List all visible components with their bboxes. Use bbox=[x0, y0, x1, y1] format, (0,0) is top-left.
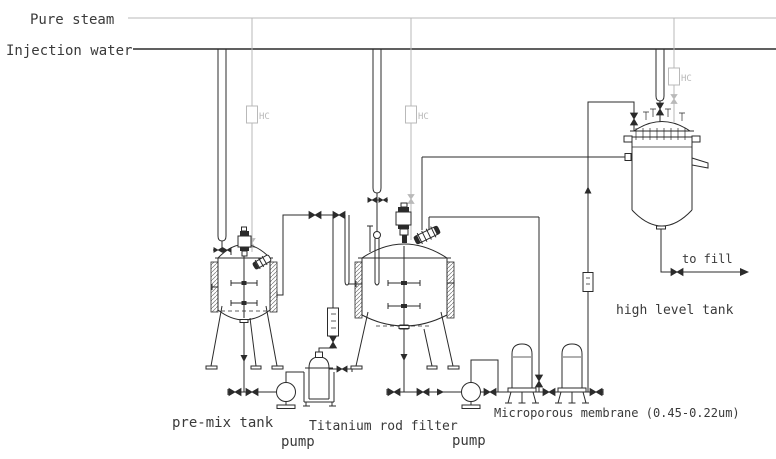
valve-icon bbox=[332, 211, 346, 219]
manhole bbox=[413, 225, 441, 245]
return-line-217 bbox=[428, 216, 543, 392]
jacket-band bbox=[354, 261, 363, 319]
to-fill-label: to fill bbox=[682, 252, 733, 266]
side-nozzle bbox=[624, 153, 632, 161]
membrane-filter-1 bbox=[504, 343, 540, 404]
dome-pipe bbox=[367, 225, 373, 252]
jacket-band bbox=[269, 261, 278, 313]
valve-icon bbox=[336, 365, 348, 373]
valve-icon bbox=[329, 335, 337, 349]
pure-steam-label: Pure steam bbox=[30, 12, 114, 28]
water-drop-mix-tank bbox=[367, 49, 388, 231]
valve-icon bbox=[535, 374, 543, 388]
steam-branch-premix bbox=[246, 18, 258, 252]
valve-icon bbox=[416, 388, 430, 396]
top-nozzles bbox=[643, 108, 685, 121]
valve-icon bbox=[245, 388, 259, 396]
hc-label-3: HC bbox=[681, 74, 692, 84]
mixing-tank bbox=[350, 202, 460, 370]
support-arm bbox=[691, 157, 709, 169]
valve-icon bbox=[630, 112, 638, 126]
product-riser bbox=[582, 101, 638, 392]
to-fill-line bbox=[660, 229, 749, 276]
valve-icon bbox=[589, 388, 603, 396]
membrane-label: Microporous membrane (0.45-0.22um) bbox=[494, 406, 740, 420]
pump-2 bbox=[461, 382, 481, 409]
valve-icon bbox=[483, 388, 497, 396]
titanium-filter-label: Titanium rod filter bbox=[309, 419, 458, 434]
water-valve-icon bbox=[367, 197, 377, 203]
premix-tank-label: pre-mix tank bbox=[172, 415, 274, 431]
bottom-nozzle bbox=[656, 225, 666, 230]
mix-tank-outlet-line bbox=[386, 325, 462, 396]
injection-water-label: Injection water bbox=[6, 43, 132, 59]
valve-icon bbox=[670, 268, 684, 276]
membrane-filter-2 bbox=[554, 343, 590, 404]
flow-arrow-down bbox=[240, 355, 248, 362]
water-drop-high-tank bbox=[655, 49, 665, 122]
side-nozzle bbox=[211, 284, 218, 290]
valve-icon bbox=[387, 388, 401, 396]
recirculation-line bbox=[276, 211, 362, 298]
water-valve-icon bbox=[213, 247, 223, 253]
premix-outlet-line bbox=[227, 319, 277, 396]
side-nozzle bbox=[447, 280, 455, 286]
spray-tube bbox=[374, 238, 380, 286]
high-level-tank bbox=[623, 108, 709, 230]
pump-1 bbox=[276, 382, 296, 409]
water-valve-icon bbox=[378, 197, 388, 203]
hc-valve-3 bbox=[668, 67, 680, 86]
tank-legs bbox=[210, 305, 278, 367]
agitator-motor bbox=[237, 226, 252, 257]
hc-valve-2 bbox=[405, 105, 417, 124]
valve-icon bbox=[228, 388, 242, 396]
titanium-rod-filter bbox=[285, 215, 353, 407]
steam-valve-icon bbox=[407, 194, 415, 204]
pump1-label: pump bbox=[281, 434, 315, 450]
flow-meter bbox=[327, 307, 339, 337]
jacket-band bbox=[446, 261, 455, 319]
flow-meter bbox=[582, 272, 594, 292]
mounting-lug bbox=[623, 135, 633, 143]
transfer-line-157 bbox=[421, 156, 632, 230]
flow-arrow-right bbox=[437, 388, 444, 396]
mounting-lug bbox=[691, 135, 701, 143]
water-valve-icon bbox=[656, 102, 664, 116]
membrane-filter-line bbox=[470, 343, 604, 404]
high-level-tank-label: high level tank bbox=[616, 303, 734, 318]
agitator-motor bbox=[395, 202, 412, 243]
spray-ball bbox=[373, 231, 381, 239]
pump2-label: pump bbox=[452, 433, 486, 449]
flow-arrow-up bbox=[584, 186, 592, 194]
hc-label-1: HC bbox=[259, 112, 270, 122]
flow-arrow-right bbox=[740, 268, 749, 276]
flow-arrow-down bbox=[400, 354, 408, 361]
hc-valve-1 bbox=[246, 105, 258, 124]
steam-branch-high-tank bbox=[668, 18, 680, 122]
manhole bbox=[252, 254, 272, 270]
steam-valve-icon bbox=[670, 94, 678, 104]
tank-legs bbox=[355, 311, 454, 367]
valve-icon bbox=[308, 211, 322, 219]
valve-icon bbox=[542, 388, 556, 396]
water-drop-premix bbox=[213, 49, 232, 255]
hc-label-2: HC bbox=[418, 112, 429, 122]
